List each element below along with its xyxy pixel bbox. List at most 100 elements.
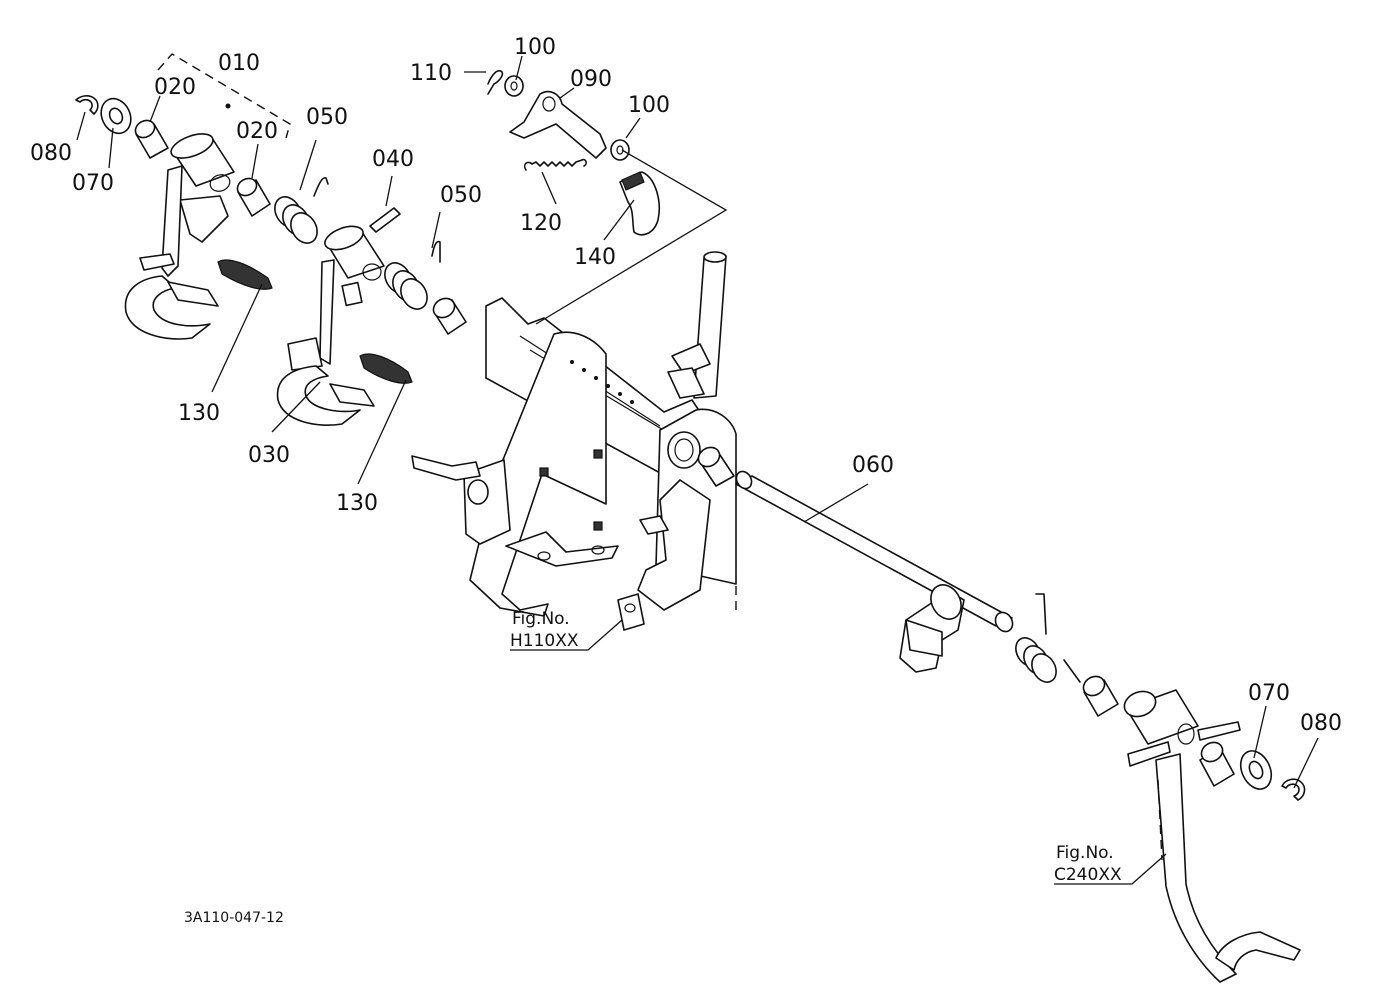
pedal-pad-130-right	[359, 353, 413, 384]
pedal-pad-130-left	[217, 259, 273, 290]
label-060: 060	[852, 453, 894, 478]
label-100-a: 100	[514, 35, 556, 60]
frame-stud	[411, 455, 481, 481]
pedal-hub-left-end	[170, 133, 214, 159]
label-130-b: 130	[336, 491, 378, 516]
clutch-pedal-foot	[1215, 931, 1301, 971]
label-020-a: 020	[154, 75, 196, 100]
left-pedal-assembly	[75, 95, 401, 340]
spring-right	[1015, 593, 1081, 683]
snap-ring-080-left	[75, 95, 99, 115]
clutch-pedal-tab-left	[1127, 741, 1171, 767]
frame-slot-3	[593, 521, 603, 531]
spring-050-right	[384, 240, 441, 310]
clutch-pedal-hub-end	[1123, 690, 1157, 718]
shaft-collar	[930, 584, 962, 620]
frame-right-bore	[667, 431, 701, 469]
snap-ring-080-right	[1281, 778, 1306, 801]
frame-slot-2	[593, 449, 603, 459]
part-number-labels: 010 020 020 050 040 050 080 070 110 100 …	[30, 35, 1342, 736]
washer-070-right-hole	[1248, 760, 1264, 780]
pedal-tab-left	[139, 253, 175, 271]
steering-column-lower	[667, 367, 705, 399]
shaft-end-right	[994, 611, 1014, 633]
group-010-dot	[225, 103, 231, 109]
fig-ref-h110-line2: H110XX	[510, 631, 579, 651]
cotter-pin-110	[487, 69, 504, 95]
label-140: 140	[574, 245, 616, 270]
leader-lock-group	[535, 149, 728, 325]
frame-rivets	[570, 360, 634, 404]
drawing-code: 3A110-047-12	[184, 910, 284, 926]
pedal-pad-030	[329, 383, 375, 407]
clutch-pedal-tab-right	[1197, 721, 1241, 741]
bushing-020-left-end	[134, 119, 156, 139]
label-130-a: 130	[178, 401, 220, 426]
figure-ref-h110: Fig.No. H110XX	[510, 609, 579, 651]
group-010-bracket	[157, 53, 291, 139]
steering-column-tube-top	[703, 251, 727, 263]
shaft-end-left	[735, 470, 753, 490]
pedal-shank-030	[319, 259, 335, 365]
frame-foot-base	[505, 531, 619, 567]
fig-ref-c240-line2: C240XX	[1054, 865, 1122, 885]
pedal-shank-left	[161, 165, 183, 277]
washer-100-top	[504, 75, 524, 97]
washer-070-left-hole	[108, 107, 124, 125]
label-120: 120	[520, 211, 562, 236]
frame-gusset	[639, 515, 669, 535]
frame-side-plate	[469, 331, 607, 617]
clutch-pedal-shank	[1155, 753, 1237, 983]
label-020-b: 020	[236, 119, 278, 144]
washer-100-right	[610, 139, 630, 161]
shaft-lever-block	[905, 619, 943, 657]
bushing-shaft-left-end	[432, 297, 456, 319]
right-brake-pedal-030	[276, 225, 467, 426]
label-100-b: 100	[628, 93, 670, 118]
label-080-b: 080	[1300, 711, 1342, 736]
frame-right-bore-inner	[674, 438, 694, 462]
right-side-assembly	[1015, 593, 1306, 983]
pedal-lever-plate-left	[179, 195, 229, 243]
frame-slot-1	[539, 467, 549, 477]
steering-column-bracket	[671, 343, 711, 375]
bushing-shaft-mid-end	[697, 446, 721, 468]
washer-100-top-hole	[510, 81, 518, 91]
fig-ref-c240-line1: Fig.No.	[1056, 843, 1114, 863]
leader-lines	[76, 55, 1319, 885]
pedal-hub-030-bore	[362, 263, 382, 281]
bushing-right-2-end	[1200, 741, 1224, 763]
figure-ref-c240: Fig.No. C240XX	[1054, 843, 1122, 885]
lock-knob-140-top	[621, 171, 645, 191]
pedal-pad-left	[167, 281, 219, 307]
shaft-body	[735, 475, 1013, 627]
bushing-020-mid-end	[236, 177, 258, 197]
label-050-b: 050	[440, 183, 482, 208]
label-080-a: 080	[30, 141, 72, 166]
frame-stud-head	[467, 479, 489, 505]
cross-shaft-060	[697, 446, 1014, 673]
lock-lever-090-hole	[542, 96, 556, 112]
label-040: 040	[372, 147, 414, 172]
spring-120	[523, 158, 587, 171]
fig-ref-h110-line1: Fig.No.	[512, 609, 570, 629]
label-070-b: 070	[1248, 681, 1290, 706]
pedal-bracket-frame	[411, 251, 737, 631]
pedal-bracket-030	[287, 337, 323, 371]
pedal-block-030	[341, 281, 363, 307]
label-110: 110	[410, 61, 452, 86]
clutch-pedal-hub-bore	[1177, 723, 1195, 745]
frame-foot-right-hole	[624, 603, 636, 613]
frame-foot-hole-1	[537, 551, 551, 561]
label-090: 090	[570, 67, 612, 92]
lock-lever-090	[509, 90, 607, 159]
spring-050-left	[274, 176, 329, 244]
pin-040	[369, 207, 401, 233]
pedal-hub-left-bore	[209, 174, 231, 192]
bushing-right-1-end	[1082, 675, 1106, 697]
parking-lock-assembly	[487, 69, 660, 236]
label-070-a: 070	[72, 171, 114, 196]
clutch-pedal-hidden-edge	[1157, 779, 1163, 861]
steering-column-tube	[693, 255, 727, 399]
